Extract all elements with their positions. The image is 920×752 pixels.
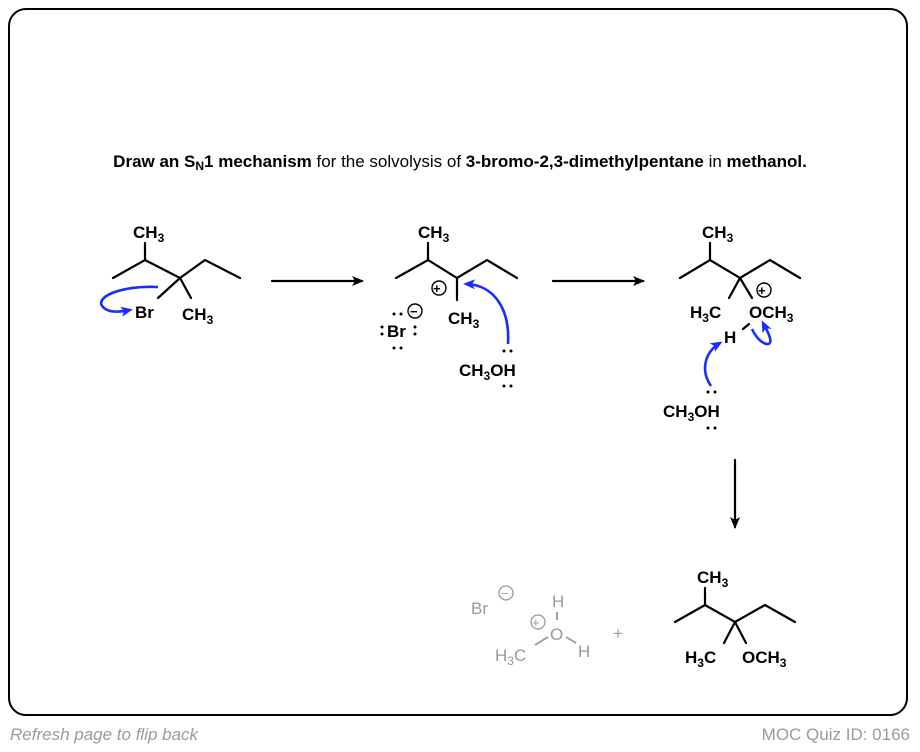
svg-text:+: + <box>532 615 540 630</box>
title-text-2: for the solvolysis of <box>311 152 466 171</box>
curved-arrow-icon <box>463 279 510 345</box>
svg-text:OCH3: OCH3 <box>749 303 794 325</box>
svg-text:O: O <box>550 625 563 644</box>
svg-text:H: H <box>552 592 564 611</box>
title-text-4: in <box>703 152 727 171</box>
svg-text:H3C: H3C <box>495 646 526 668</box>
svg-text:CH3: CH3 <box>182 305 214 327</box>
title-bold-5: methanol. <box>726 152 807 171</box>
molecule-starting-material: CH3 Br CH3 <box>100 223 242 327</box>
svg-text:CH3: CH3 <box>702 223 734 245</box>
molecule-product-ether: CH3 H3C OCH3 <box>673 568 797 670</box>
curved-arrow-icon <box>750 320 772 346</box>
svg-text:Br: Br <box>471 599 488 618</box>
title-bold-1: Draw an S <box>113 152 196 171</box>
question-title: Draw an SN1 mechanism for the solvolysis… <box>0 152 920 173</box>
svg-text:CH3OH: CH3OH <box>663 402 720 424</box>
svg-text:Br: Br <box>387 322 406 341</box>
svg-text:H3C: H3C <box>690 303 721 325</box>
refresh-hint: Refresh page to flip back <box>10 725 199 744</box>
svg-text:OCH3: OCH3 <box>742 648 787 670</box>
svg-text:H: H <box>724 328 736 347</box>
svg-text:CH3: CH3 <box>418 223 450 245</box>
svg-text:H: H <box>578 642 590 661</box>
svg-text:CH3OH: CH3OH <box>459 361 516 383</box>
svg-text:Br: Br <box>135 303 154 322</box>
byproducts: Br − H + O H3C H + <box>471 585 623 668</box>
svg-text:CH3: CH3 <box>448 309 480 331</box>
svg-text:CH3: CH3 <box>133 223 165 245</box>
svg-text:−: − <box>501 586 509 601</box>
svg-text:+: + <box>433 281 441 296</box>
svg-text:CH3: CH3 <box>697 568 729 590</box>
svg-text:H3C: H3C <box>685 648 716 670</box>
curved-arrow-icon <box>100 285 159 317</box>
svg-text:+: + <box>613 624 623 643</box>
title-bold-3: 3-bromo-2,3-dimethylpentane <box>465 152 704 171</box>
curved-arrow-icon <box>703 341 723 387</box>
title-bold-1b: 1 mechanism <box>204 152 312 171</box>
card-frame <box>8 8 908 716</box>
quiz-id: MOC Quiz ID: 0166 <box>761 725 910 744</box>
svg-text:+: + <box>758 283 766 298</box>
molecule-carbocation: CH3 CH3 + Br − CH3OH <box>380 223 519 388</box>
title-sub: N <box>195 159 205 173</box>
svg-text:−: − <box>410 304 418 319</box>
molecule-oxonium: CH3 H3C OCH3 + H CH3OH <box>663 223 802 430</box>
